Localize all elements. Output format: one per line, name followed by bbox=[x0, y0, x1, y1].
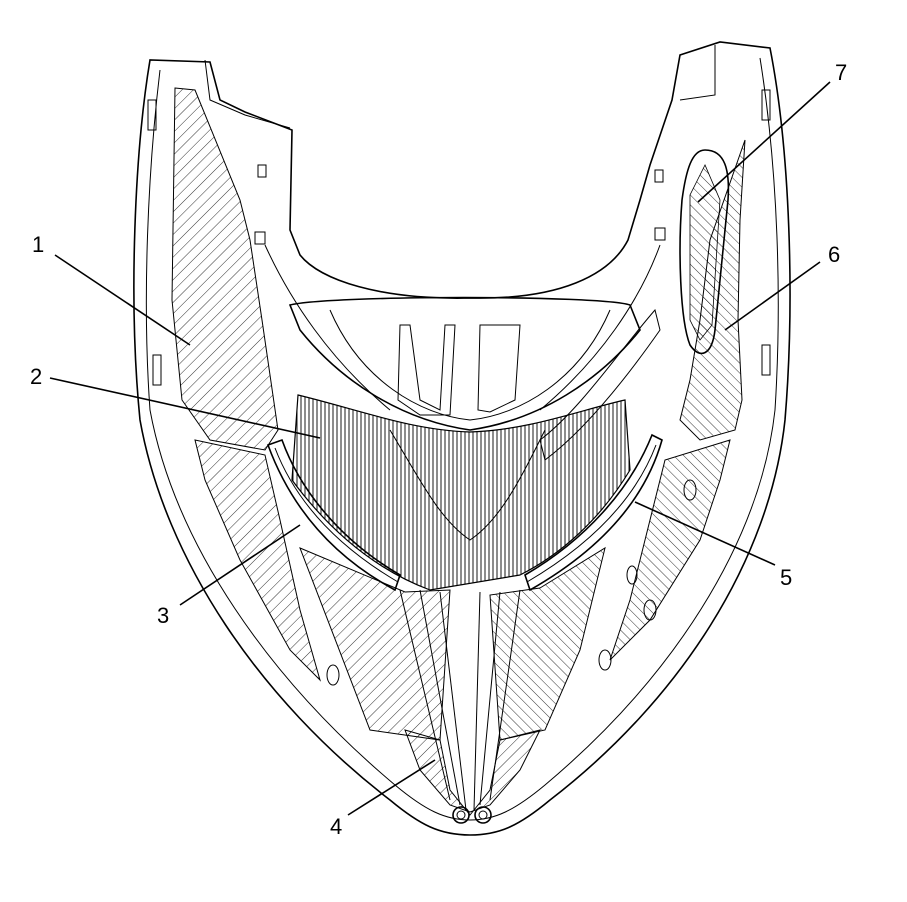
callout-labels: 1 2 3 4 5 6 7 bbox=[30, 60, 847, 839]
upper-inner-cavity bbox=[264, 244, 661, 431]
nose-fasteners bbox=[452, 806, 492, 824]
leader-5 bbox=[634, 501, 776, 566]
lower-nose-panel bbox=[299, 546, 606, 816]
leader-lines bbox=[49, 81, 831, 816]
headlight-lens bbox=[291, 394, 631, 591]
callout-1: 1 bbox=[32, 232, 44, 257]
side-mounting-tabs bbox=[147, 89, 771, 686]
right-trim-strip bbox=[524, 308, 663, 592]
right-vent-window bbox=[679, 149, 730, 355]
callout-7: 7 bbox=[835, 60, 847, 85]
callout-4: 4 bbox=[330, 814, 342, 839]
right-side-panel bbox=[609, 139, 746, 661]
fairing-outer-body bbox=[133, 41, 791, 836]
leader-4 bbox=[347, 759, 436, 816]
left-side-panel bbox=[171, 87, 322, 682]
leader-7 bbox=[697, 81, 831, 203]
leader-6 bbox=[724, 261, 821, 331]
leader-3 bbox=[179, 524, 301, 606]
callout-3: 3 bbox=[157, 603, 169, 628]
callout-6: 6 bbox=[828, 242, 840, 267]
left-trim-strip bbox=[266, 438, 401, 592]
callout-2: 2 bbox=[30, 364, 42, 389]
callout-5: 5 bbox=[780, 565, 792, 590]
leader-1 bbox=[54, 254, 191, 346]
leader-2 bbox=[49, 377, 321, 439]
